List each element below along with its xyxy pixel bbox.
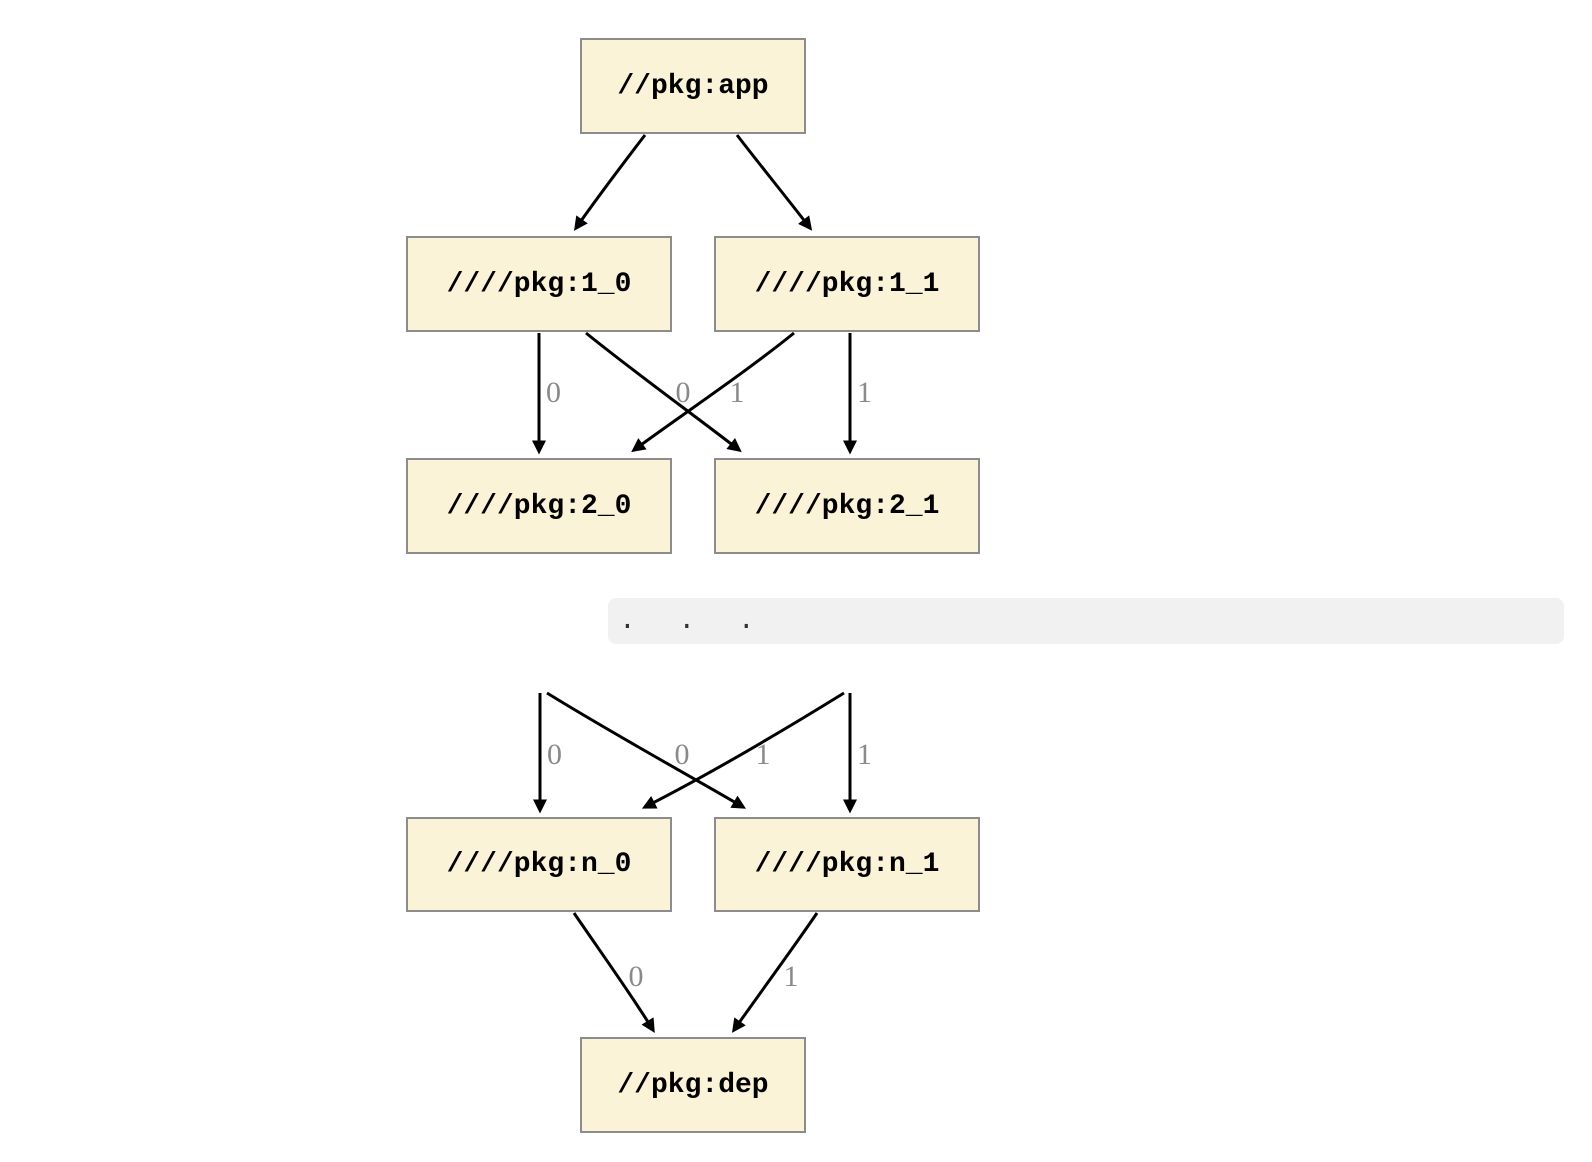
node-pkg-2_0: ////pkg:2_0 bbox=[406, 458, 672, 554]
edge-hidden0-to-n_1 bbox=[546, 691, 747, 809]
edge-app-to-1_0 bbox=[573, 134, 647, 231]
edge-label: 0 bbox=[629, 960, 644, 993]
truncation-ellipsis-bar: . . . bbox=[608, 598, 1564, 644]
node-pkg-n_0: ////pkg:n_0 bbox=[406, 817, 672, 912]
ellipsis-text: . . . bbox=[619, 605, 758, 637]
edge-label: 0 bbox=[547, 738, 562, 771]
node-pkg-1_1: ////pkg:1_1 bbox=[714, 236, 980, 332]
edge-1_0-to-2_1 bbox=[585, 331, 742, 453]
node-label: ////pkg:1_1 bbox=[754, 268, 940, 300]
node-label: ////pkg:1_0 bbox=[446, 268, 632, 300]
node-pkg-2_1: ////pkg:2_1 bbox=[714, 458, 980, 554]
node-label: //pkg:dep bbox=[617, 1069, 769, 1101]
edge-n_1-to-dep bbox=[731, 912, 819, 1033]
node-label: ////pkg:n_1 bbox=[754, 849, 940, 880]
edge-label: 1 bbox=[730, 376, 745, 409]
edge-label: 1 bbox=[857, 376, 872, 409]
node-label: ////pkg:n_0 bbox=[446, 849, 632, 880]
edge-hidden1-to-n_0 bbox=[641, 691, 845, 809]
edge-label: 1 bbox=[857, 738, 872, 771]
edge-1_1-to-2_0 bbox=[631, 331, 795, 453]
node-pkg-n_1: ////pkg:n_1 bbox=[714, 817, 980, 912]
edge-label: 0 bbox=[546, 376, 561, 409]
node-label: ////pkg:2_1 bbox=[754, 490, 940, 522]
edge-label: 0 bbox=[675, 738, 690, 771]
edge-label: 1 bbox=[756, 738, 771, 771]
node-label: //pkg:app bbox=[617, 70, 769, 102]
node-pkg-dep: //pkg:dep bbox=[580, 1037, 806, 1133]
node-label: ////pkg:2_0 bbox=[446, 490, 632, 522]
node-pkg-1_0: ////pkg:1_0 bbox=[406, 236, 672, 332]
node-pkg-app: //pkg:app bbox=[580, 38, 806, 134]
edge-n_0-to-dep bbox=[572, 912, 655, 1033]
edge-app-to-1_1 bbox=[735, 134, 813, 231]
edge-label: 0 bbox=[676, 376, 691, 409]
edge-label: 1 bbox=[784, 960, 799, 993]
